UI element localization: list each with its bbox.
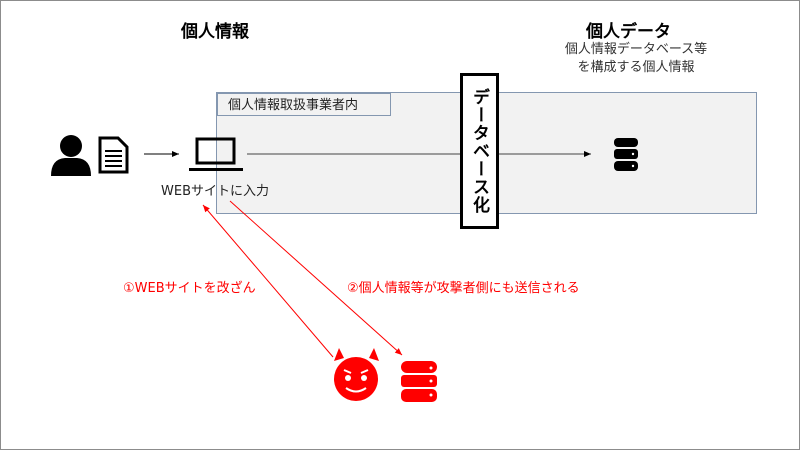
laptop-icon	[189, 137, 243, 171]
arrow-attacker-to-website	[202, 204, 334, 358]
document-icon	[98, 136, 129, 174]
attack-step-1: ①WEBサイトを改ざん	[123, 281, 256, 296]
attacker-database-icon	[401, 361, 437, 402]
laptop-caption: WEBサイトに入力	[161, 184, 269, 199]
right-subtitle-line: 個人情報データベース等	[564, 42, 708, 57]
left-title: 個人情報	[181, 22, 249, 42]
database-icon	[614, 138, 638, 171]
attack-step-2: ②個人情報等が攻撃者側にも送信される	[347, 281, 580, 296]
zone-label: 個人情報取扱事業者内	[217, 93, 391, 116]
arrow-data-to-attacker	[229, 200, 403, 356]
right-title: 個人データ	[586, 22, 671, 42]
right-subtitle-line: を構成する個人情報	[577, 60, 695, 75]
person-icon	[51, 135, 91, 176]
database-conversion-label: データベース化	[460, 73, 499, 229]
devil-icon	[334, 348, 379, 401]
